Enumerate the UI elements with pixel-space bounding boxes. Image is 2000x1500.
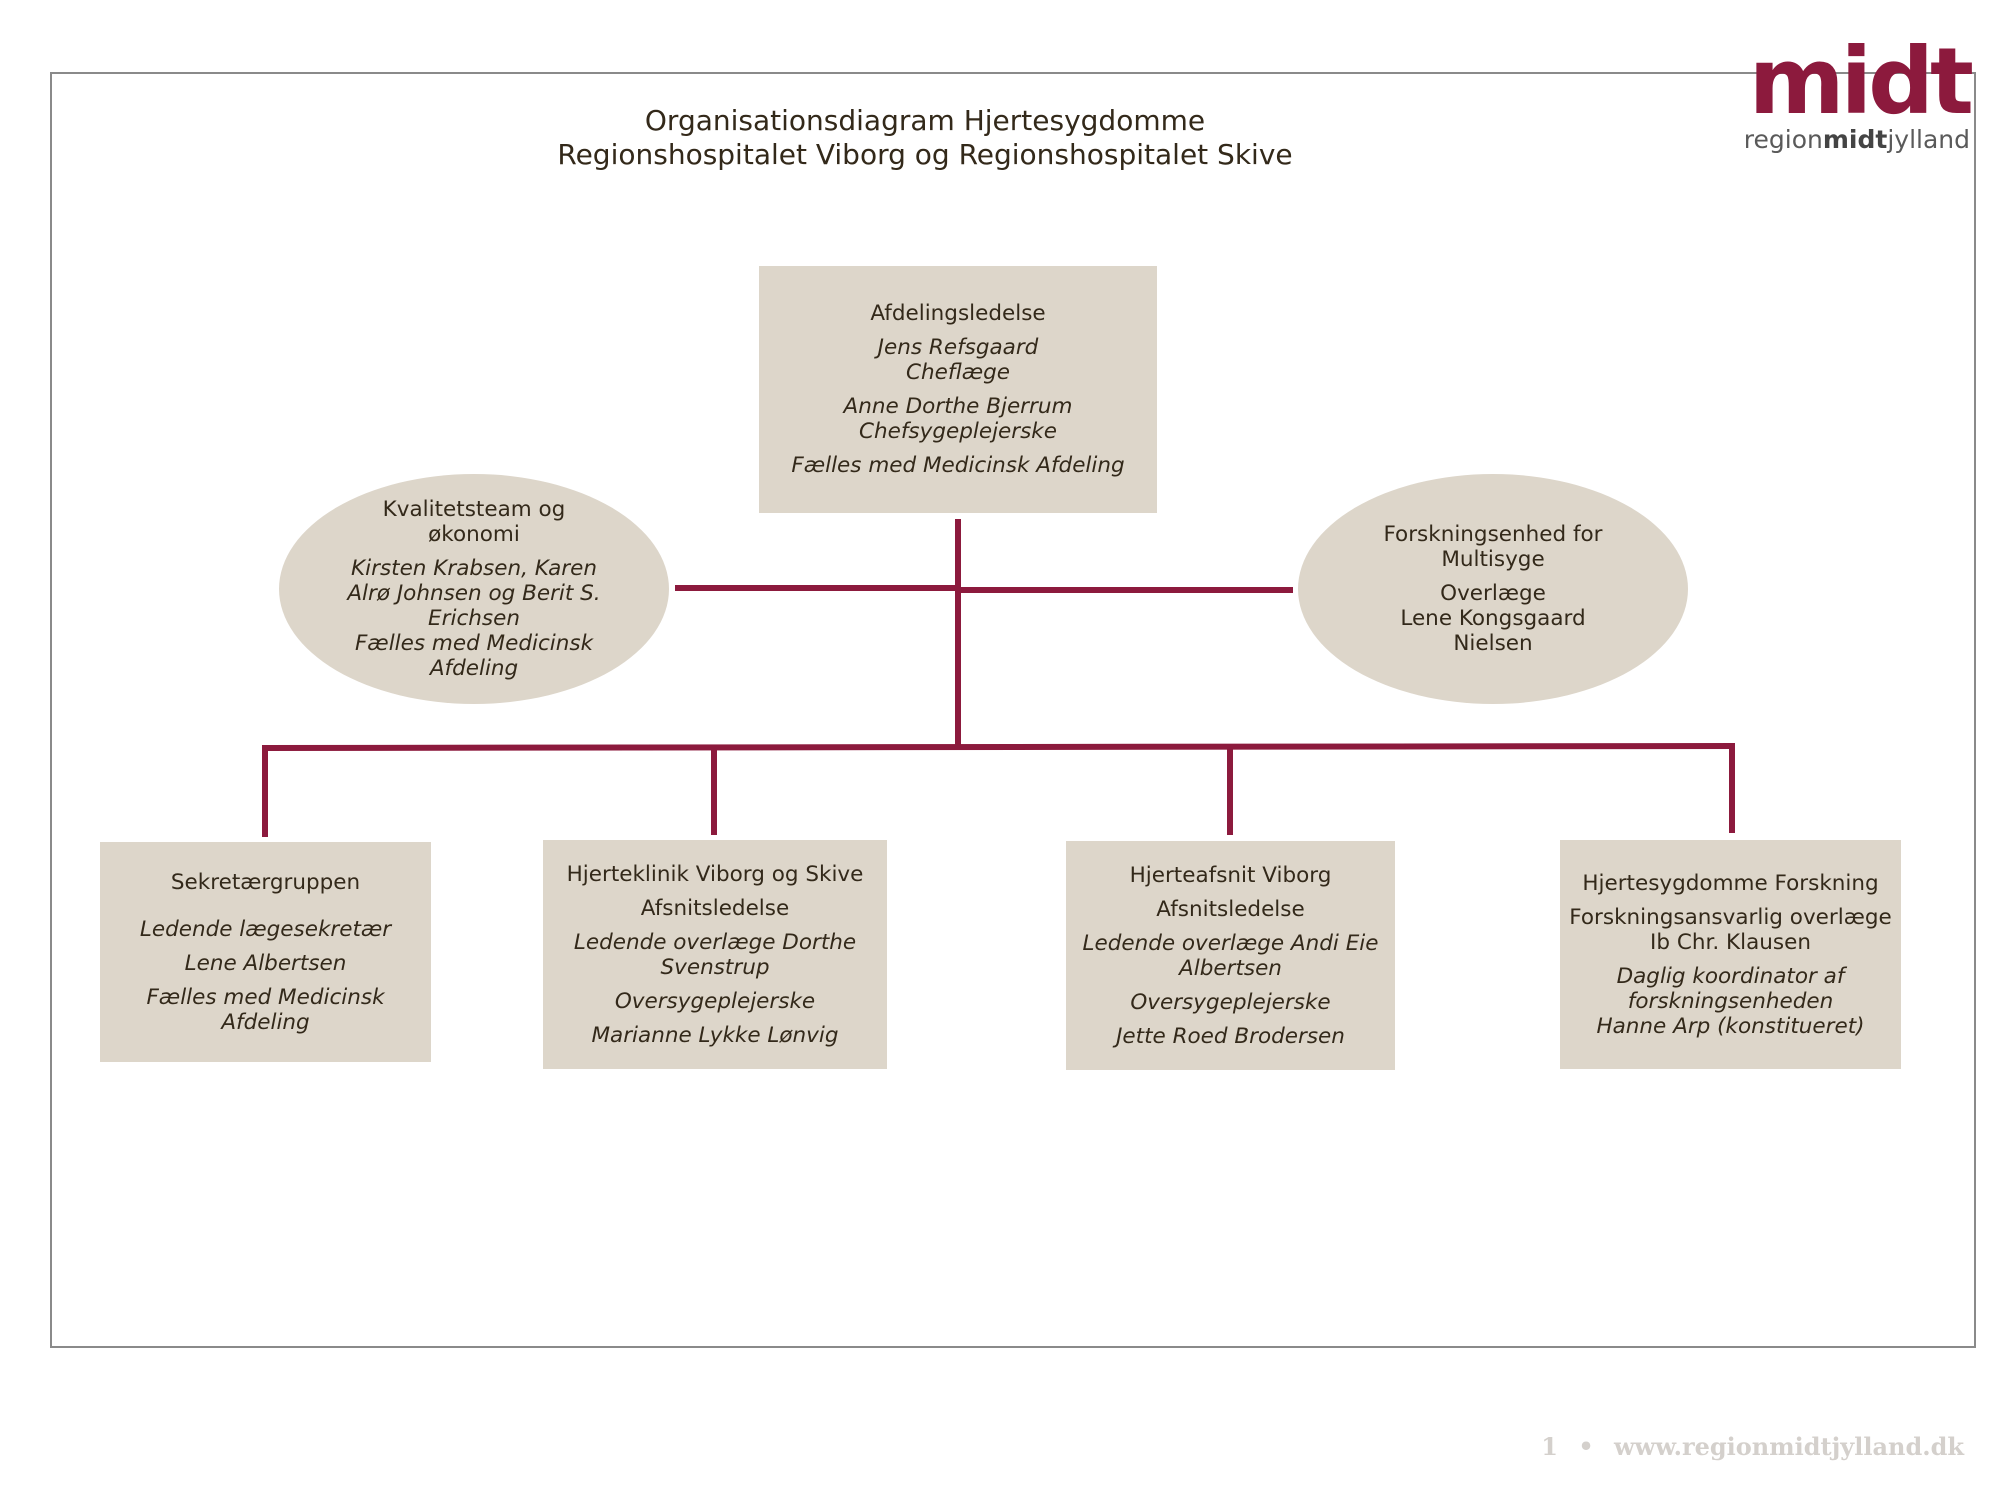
node-name: Lene Albertsen	[184, 950, 347, 976]
node-hjerteafsnit: Hjerteafsnit Viborg Afsnitsledelse Leden…	[1066, 841, 1395, 1070]
node-names: Alrø Johnsen og Berit S.	[347, 581, 601, 606]
node-name: Ib Chr. Klausen	[1650, 929, 1811, 955]
region-midt-logo: midt regionmidtjylland	[1725, 28, 1974, 154]
node-subheading: Afsnitsledelse	[640, 895, 790, 921]
node-note: Fælles med Medicinsk	[354, 631, 594, 656]
logo-sub-midt: midt	[1822, 125, 1888, 154]
node-heading: Forskningsenhed for	[1383, 522, 1603, 547]
node-note: Afdeling	[429, 656, 519, 681]
node-names: Kirsten Krabsen, Karen	[351, 556, 597, 581]
node-names: Erichsen	[428, 606, 520, 631]
logo-wordmark: midt	[1748, 28, 1974, 135]
node-heading: økonomi	[428, 522, 520, 547]
footer-separator: •	[1578, 1432, 1594, 1461]
node-note: Afdeling	[221, 1009, 310, 1035]
node-role: Chefsygeplejerske	[858, 419, 1057, 444]
node-role: Ledende lægesekretær	[139, 916, 392, 942]
node-heading: Hjerteklinik Viborg og Skive	[566, 861, 864, 887]
diagram-frame	[50, 72, 1976, 1348]
node-subheading: Afsnitsledelse	[1156, 896, 1305, 922]
page-footer: 1 • www.regionmidtjylland.dk	[1541, 1432, 1964, 1461]
node-heading: Sekretærgruppen	[170, 869, 361, 895]
node-role-name: Albertsen	[1179, 955, 1282, 981]
node-role-name: Svenstrup	[660, 954, 770, 980]
logo-sub-jylland: jylland	[1887, 125, 1970, 154]
node-hjertesygdomme-forskning: Hjertesygdomme Forskning Forskningsansva…	[1560, 840, 1901, 1069]
node-name: Nielsen	[1453, 631, 1533, 656]
node-note: Fælles med Medicinsk	[146, 984, 385, 1010]
page-number: 1	[1541, 1432, 1558, 1461]
node-name: Jette Roed Brodersen	[1116, 1023, 1345, 1049]
title-line-2: Regionshospitalet Viborg og Regionshospi…	[557, 138, 1293, 171]
node-role: forskningsenheden	[1627, 988, 1834, 1014]
node-role: Oversygeplejerske	[614, 988, 816, 1014]
node-hjerteklinik: Hjerteklinik Viborg og Skive Afsnitslede…	[543, 840, 887, 1069]
node-heading: Kvalitetsteam og	[382, 497, 566, 522]
node-name: Jens Refsgaard	[877, 335, 1039, 360]
connector-horizontal-bus	[261, 742, 1736, 752]
node-role-name: Ledende overlæge Dorthe	[573, 929, 857, 955]
footer-url: www.regionmidtjylland.dk	[1614, 1432, 1964, 1461]
diagram-title: Organisationsdiagram Hjertesygdomme Regi…	[425, 104, 1425, 172]
logo-subtitle: regionmidtjylland	[1725, 126, 1970, 154]
node-role-name: Ledende overlæge Andi Eie	[1082, 930, 1379, 956]
node-kvalitetsteam: Kvalitetsteam og økonomi Kirsten Krabsen…	[279, 474, 669, 704]
node-heading: Hjertesygdomme Forskning	[1582, 870, 1879, 896]
node-name: Lene Kongsgaard	[1400, 606, 1586, 631]
node-heading: Multisyge	[1441, 547, 1545, 572]
node-name: Marianne Lykke Lønvig	[591, 1022, 839, 1048]
logo-sub-region: region	[1743, 125, 1823, 154]
node-role: Oversygeplejerske	[1130, 989, 1331, 1015]
node-role: Daglig koordinator af	[1616, 963, 1845, 989]
node-heading: Hjerteafsnit Viborg	[1129, 862, 1332, 888]
node-role: Cheflæge	[905, 360, 1011, 385]
node-forskningsenhed-multisyge: Forskningsenhed for Multisyge Overlæge L…	[1298, 474, 1688, 704]
node-role: Overlæge	[1440, 581, 1546, 606]
node-name: Anne Dorthe Bjerrum	[843, 394, 1073, 419]
title-line-1: Organisationsdiagram Hjertesygdomme	[644, 104, 1206, 137]
node-afdelingsledelse: Afdelingsledelse Jens Refsgaard Cheflæge…	[759, 266, 1157, 513]
node-role: Forskningsansvarlig overlæge	[1569, 904, 1892, 930]
node-name: Hanne Arp (konstitueret)	[1596, 1013, 1865, 1039]
node-sekretaergruppen: Sekretærgruppen Ledende lægesekretær Len…	[100, 842, 431, 1062]
node-heading: Afdelingsledelse	[870, 301, 1046, 326]
node-note: Fælles med Medicinsk Afdeling	[791, 453, 1125, 478]
